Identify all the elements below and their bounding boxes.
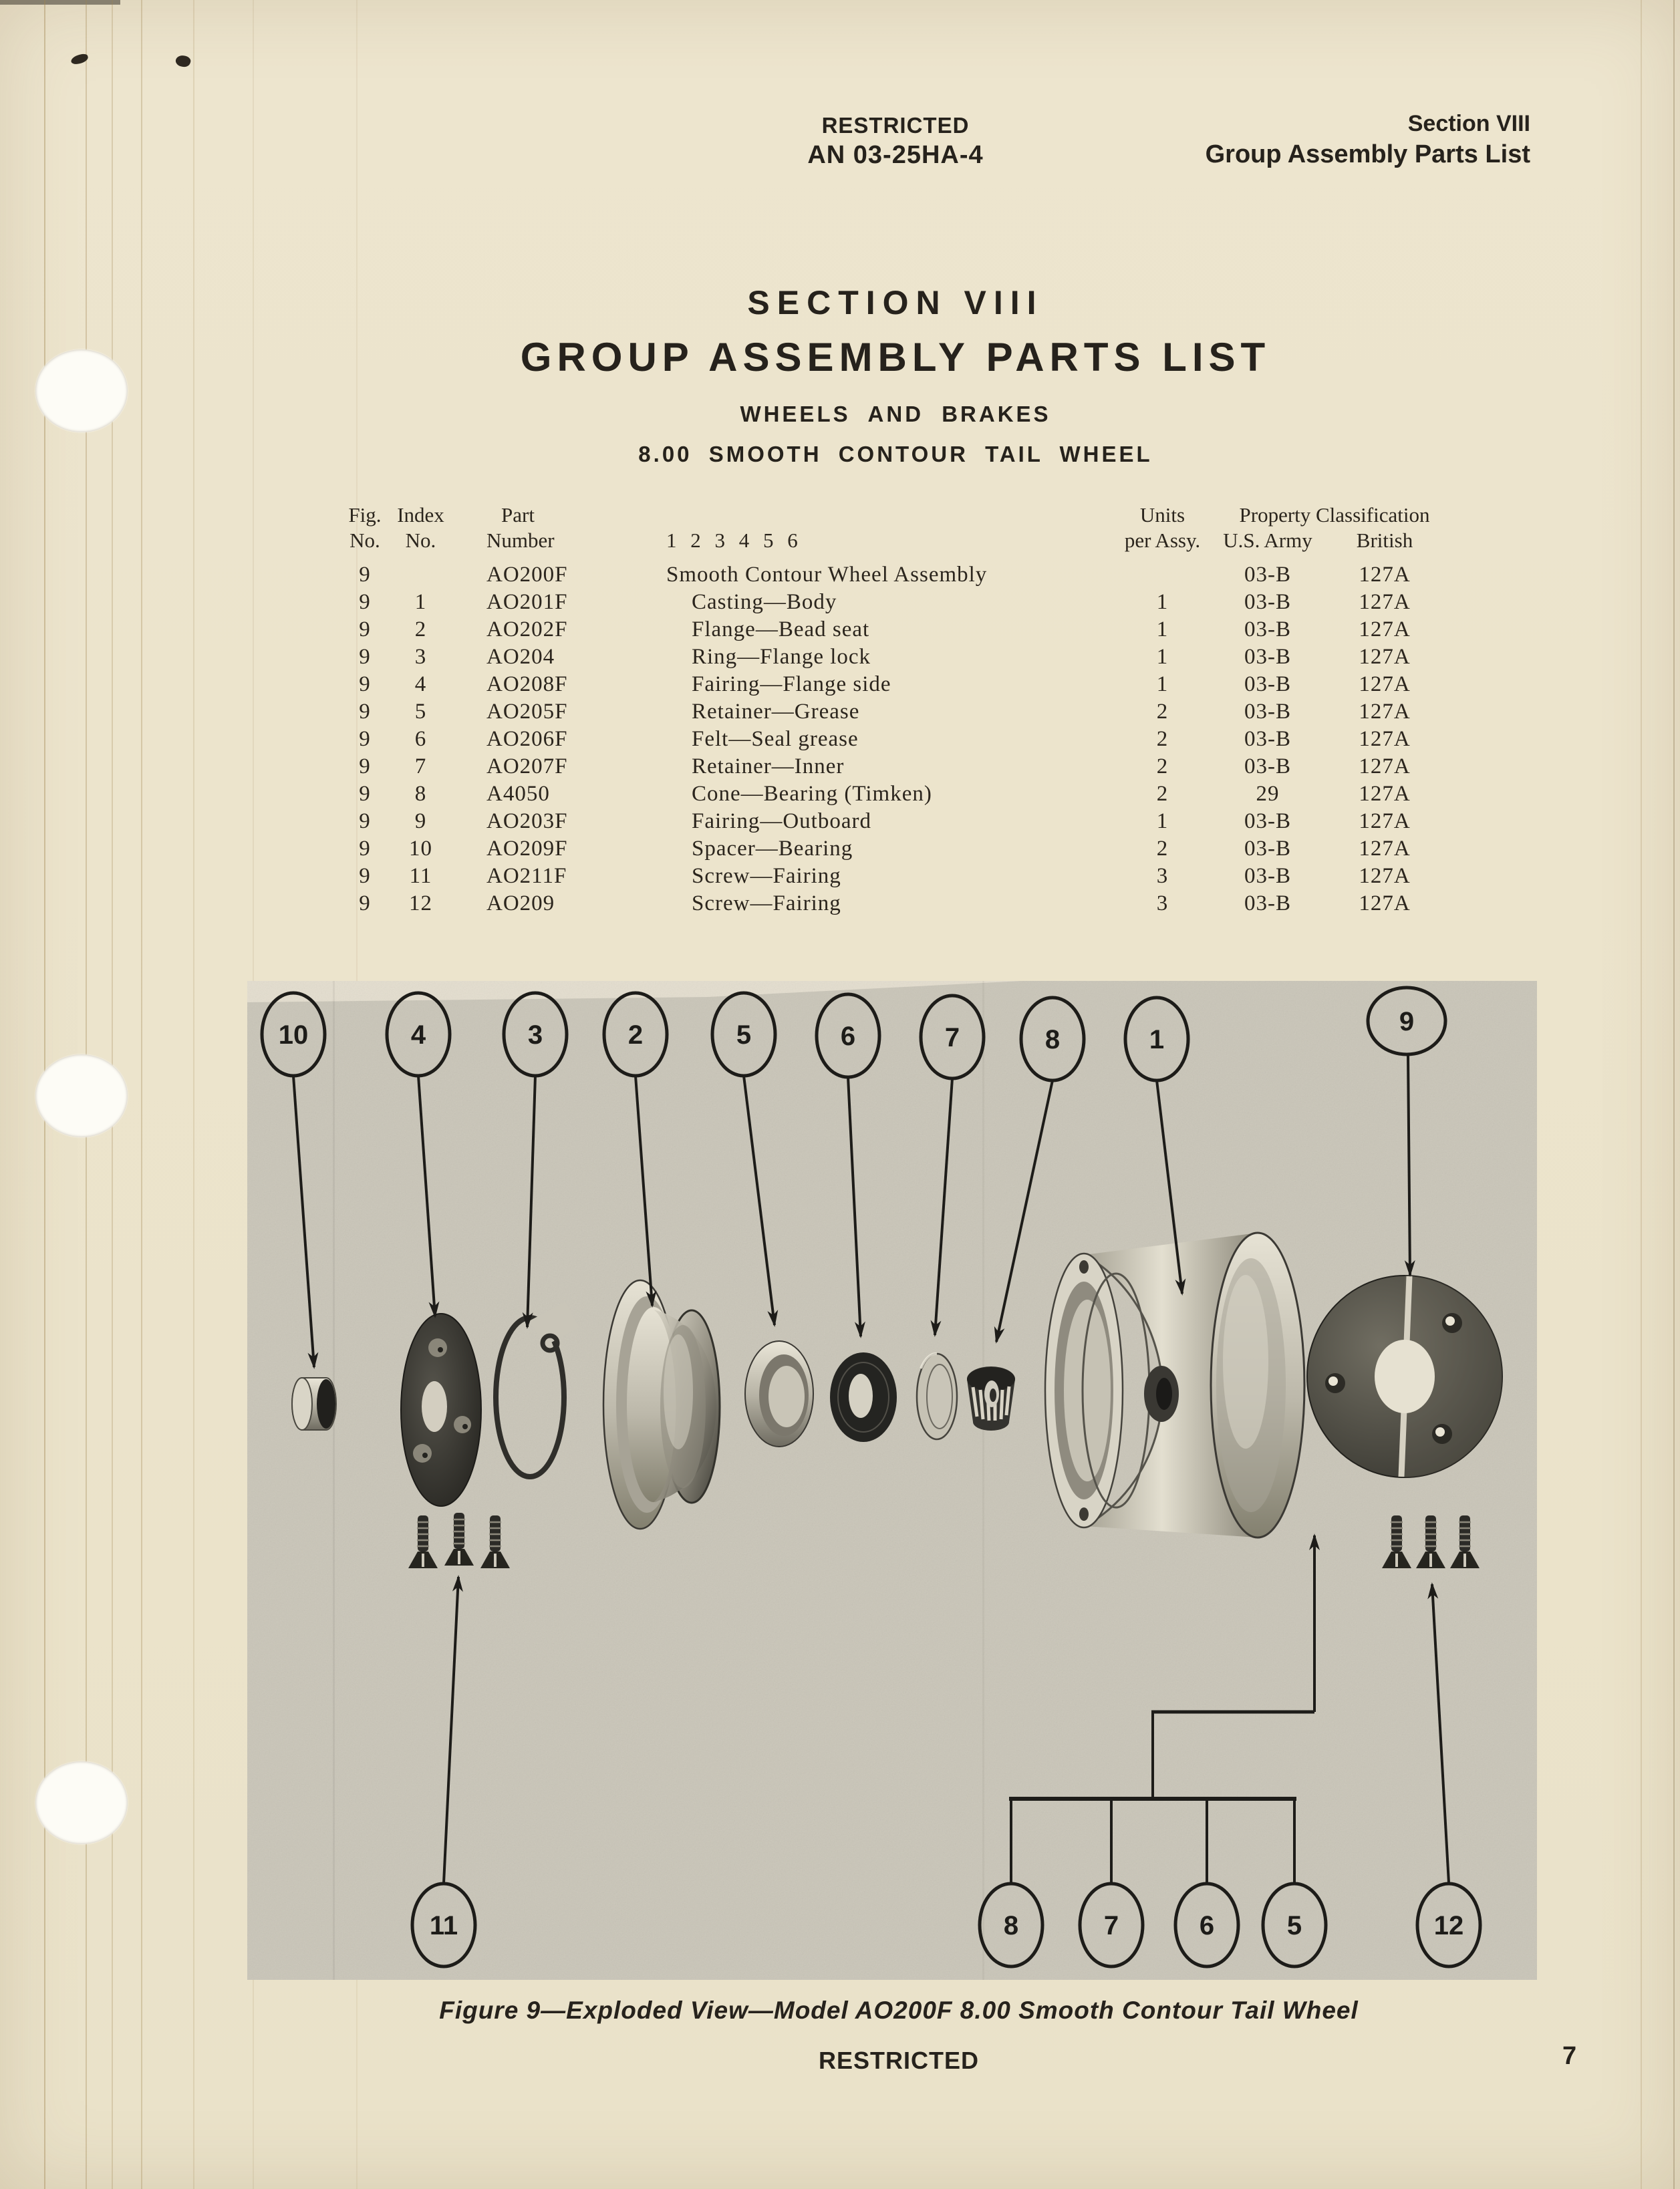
header-section-title: Group Assembly Parts List xyxy=(1205,140,1530,168)
footer-restricted: RESTRICTED xyxy=(818,2047,979,2074)
part-felt-seal-grease-6 xyxy=(830,1352,897,1442)
col-part-number: Number xyxy=(486,529,555,552)
parts-table: Fig. Index Part Units Property Classific… xyxy=(341,502,1451,917)
col-british: British xyxy=(1356,529,1413,552)
col-part: Part xyxy=(501,503,535,527)
callout-number: 1 xyxy=(1149,1025,1164,1054)
exploded-view-figure: 10 4 3 2 5 6 7 8 1 9 11 8 7 6 5 12 xyxy=(247,981,1537,1980)
figure-9-svg: 10 4 3 2 5 6 7 8 1 9 11 8 7 6 5 12 xyxy=(247,981,1537,1980)
ink-speck xyxy=(69,53,90,65)
callout-number: 12 xyxy=(1434,1911,1464,1940)
callout-arrows xyxy=(292,1054,1450,1884)
table-header-row-1: Fig. Index Part Units Property Classific… xyxy=(341,502,1451,528)
callout-number: 10 xyxy=(279,1020,309,1050)
callout-number: 2 xyxy=(628,1020,643,1050)
callout-number: 3 xyxy=(528,1020,543,1050)
punch-hole xyxy=(35,1761,128,1844)
group-title: WHEELS AND BRAKES xyxy=(740,402,1051,426)
figure-caption: Figure 9—Exploded View—Model AO200F 8.00… xyxy=(439,1997,1359,2024)
part-screws-fairing-11 xyxy=(407,1511,511,1570)
header-security-block: RESTRICTED AN 03-25HA-4 xyxy=(748,111,1042,170)
callout-number: 8 xyxy=(1045,1025,1060,1054)
header-section-block: Section VIII Group Assembly Parts List xyxy=(1176,108,1530,170)
callout-number: 7 xyxy=(1104,1911,1119,1940)
part-casting-body-1 xyxy=(1044,1231,1306,1539)
col-fig-no: No. xyxy=(349,529,380,552)
callout-circles-bottom: 11 8 7 6 5 12 xyxy=(410,1882,1482,1968)
col-property-classification: Property Classification xyxy=(1239,503,1430,527)
part-retainer-inner-7 xyxy=(916,1352,958,1441)
table-header-row-2: No. No. Number 1 2 3 4 5 6 per Assy. U.S… xyxy=(341,528,1451,553)
callout-number: 6 xyxy=(841,1022,855,1051)
scan-edge-smudge xyxy=(0,0,120,5)
part-retainer-grease-5 xyxy=(744,1340,814,1447)
callout-number: 4 xyxy=(411,1020,426,1050)
header-doc-number: AN 03-25HA-4 xyxy=(807,141,984,169)
page-title: SECTION VIII xyxy=(747,284,1044,321)
col-description-levels: 1 2 3 4 5 6 xyxy=(666,529,798,552)
callout-number: 7 xyxy=(945,1023,960,1052)
callout-number: 11 xyxy=(430,1911,458,1940)
col-fig: Fig. xyxy=(348,503,382,527)
callout-number: 5 xyxy=(1287,1911,1302,1940)
callout-number: 9 xyxy=(1399,1007,1414,1036)
callout-number: 5 xyxy=(736,1020,751,1050)
callout-number: 8 xyxy=(1004,1911,1018,1940)
part-flange-bead-seat-2 xyxy=(602,1279,721,1530)
part-fairing-flange-side-4 xyxy=(400,1313,482,1507)
part-cone-bearing-8 xyxy=(967,1366,1015,1431)
col-index: Index xyxy=(397,503,444,527)
callout-number: 6 xyxy=(1200,1911,1214,1940)
punch-hole xyxy=(35,349,128,432)
page-number: 7 xyxy=(1562,2042,1577,2070)
callout-circles-top: 10 4 3 2 5 6 7 8 1 9 xyxy=(260,986,1447,1082)
title-block: SECTION VIII GROUP ASSEMBLY PARTS LIST W… xyxy=(114,283,1677,467)
part-screws-fairing-12 xyxy=(1381,1514,1481,1570)
col-units: Units xyxy=(1139,503,1185,527)
col-per-assy: per Assy. xyxy=(1124,529,1201,552)
part-fairing-outboard-9 xyxy=(1306,1275,1503,1478)
col-index-no: No. xyxy=(405,529,436,552)
punch-hole xyxy=(35,1054,128,1137)
page-subtitle: GROUP ASSEMBLY PARTS LIST xyxy=(520,335,1271,380)
table-row: 9 AO200F Smooth Contour Wheel Assembly 0… xyxy=(359,563,1411,587)
assembly-title: 8.00 SMOOTH CONTOUR TAIL WHEEL xyxy=(638,442,1153,466)
part-spacer-bearing-10 xyxy=(291,1377,337,1431)
header-section: Section VIII xyxy=(1407,111,1530,136)
col-desc-spacer xyxy=(653,502,1107,528)
header-restricted: RESTRICTED xyxy=(821,113,970,138)
col-us-army: U.S. Army xyxy=(1223,529,1312,552)
ink-speck xyxy=(174,53,192,69)
